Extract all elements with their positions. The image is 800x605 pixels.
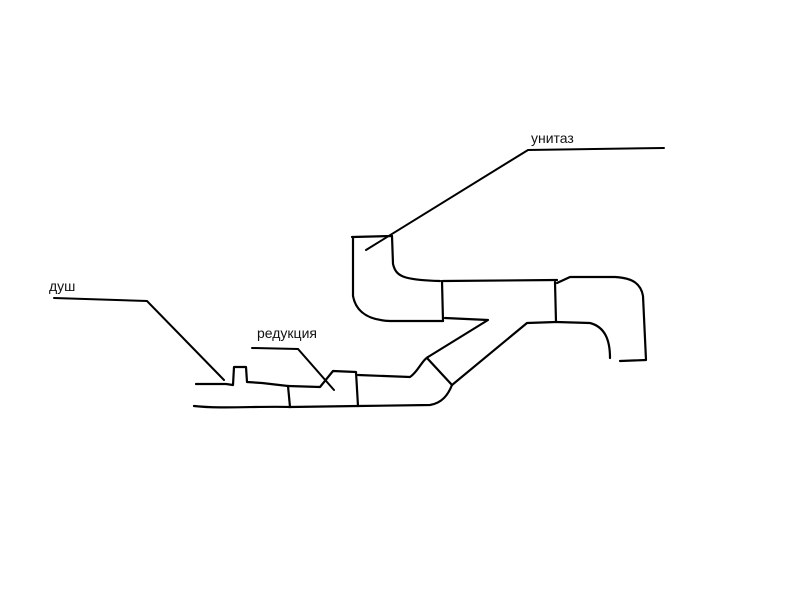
shower-pipe-section	[192, 365, 292, 409]
shower-leader-line	[53, 297, 225, 381]
horizontal-pipe-section	[441, 278, 559, 324]
toilet-elbow	[350, 234, 445, 323]
main-pipe-section	[356, 355, 454, 408]
oblique-pipe-section	[426, 316, 558, 387]
shower-label: душ	[49, 278, 76, 294]
toilet-leader-line	[365, 147, 665, 251]
right-elbow	[554, 275, 648, 363]
reducer-leader-line	[251, 347, 335, 391]
toilet-label: унитаз	[531, 130, 574, 146]
reducer-label: редукция	[257, 325, 317, 341]
reducer-fitting	[286, 369, 360, 409]
